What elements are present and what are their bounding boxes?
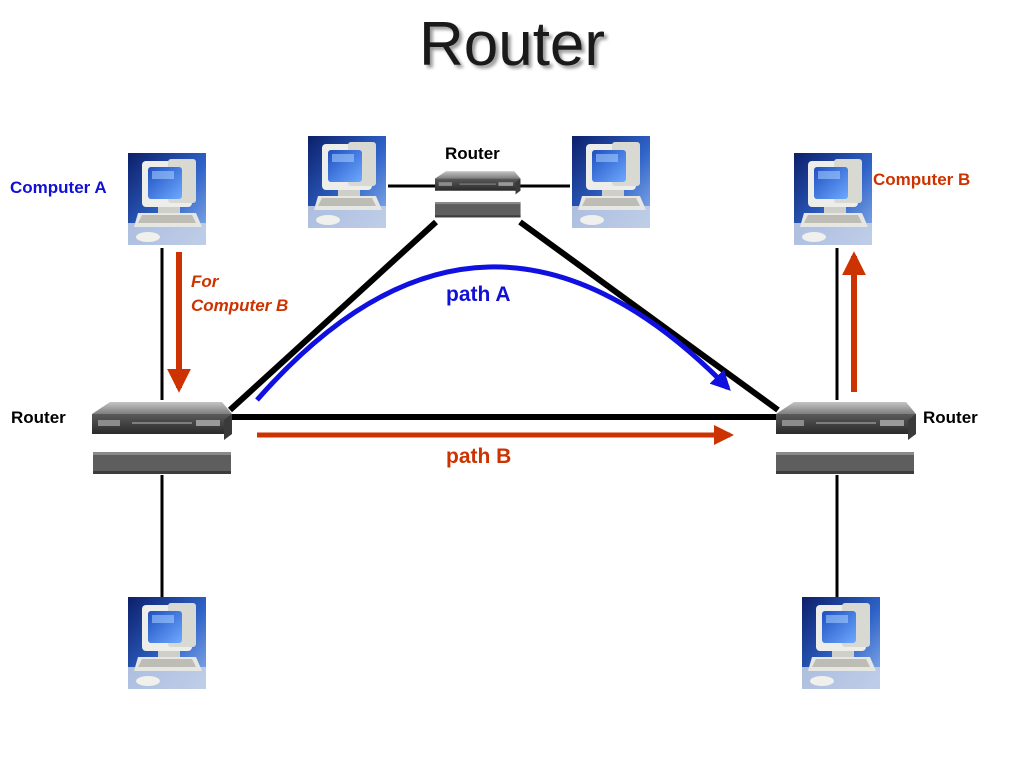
router-left-icon	[91, 401, 233, 441]
router-top-label: Router	[445, 144, 500, 163]
router-top-panel-icon	[435, 202, 521, 218]
path-b-label: path B	[446, 445, 512, 468]
link-top-router-right-router	[518, 219, 780, 413]
router-right-label: Router	[923, 408, 978, 427]
computer-b-icon	[794, 153, 872, 245]
computer-a-icon	[128, 153, 206, 245]
computer-bottom-left-icon	[128, 597, 206, 689]
computer-top-right-icon	[572, 136, 650, 228]
link-left-router-top-router	[227, 219, 439, 413]
router-left-label: Router	[11, 408, 66, 427]
computer-top-left-icon	[308, 136, 386, 228]
router-left-panel-icon	[93, 452, 231, 474]
router-right-panel-icon	[776, 452, 914, 474]
computer-b-label: Computer B	[873, 170, 971, 189]
path-a-arrow	[255, 264, 731, 402]
computer-bottom-right-icon	[802, 597, 880, 689]
router-top-icon	[434, 170, 521, 195]
path-a-label: path A	[446, 283, 511, 306]
router-right-icon	[775, 401, 917, 441]
computer-a-label: Computer A	[10, 178, 107, 197]
page-title: Router	[418, 10, 606, 79]
for-computer-b-label: For Computer B	[191, 272, 289, 315]
links	[160, 184, 839, 598]
